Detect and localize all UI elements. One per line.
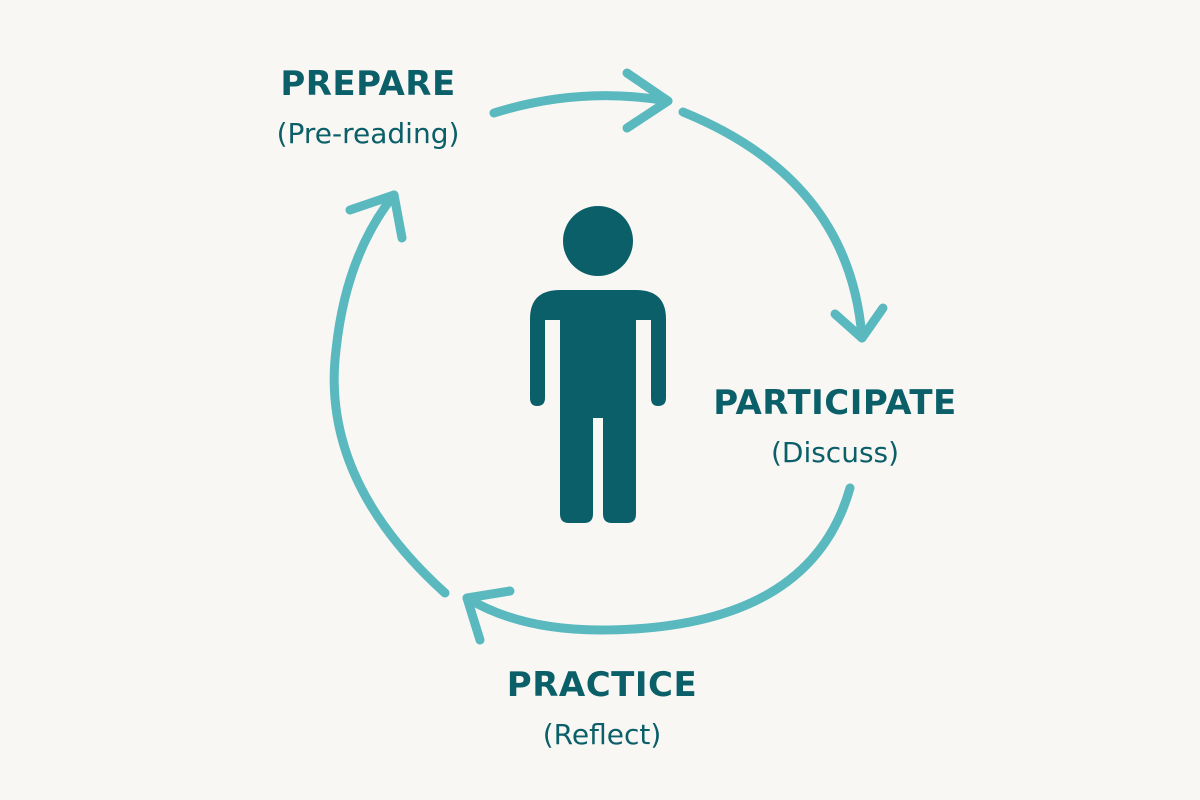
- arrow-participate-right: [678, 107, 867, 343]
- stage-prepare-subtitle: (Pre-reading): [276, 117, 460, 150]
- person-icon: [530, 206, 666, 523]
- arrow-head-right-icon: [830, 303, 888, 343]
- arrow-head-top-icon: [622, 68, 673, 133]
- arrow-participate-to-practice: [462, 483, 855, 635]
- stage-participate: PARTICIPATE (Discuss): [680, 383, 990, 471]
- stage-practice-title: PRACTICE: [506, 665, 698, 705]
- arrow-prepare-to-participate: [489, 91, 673, 118]
- stage-practice-subtitle: (Reflect): [542, 718, 662, 751]
- arrow-practice-to-prepare: [329, 190, 450, 598]
- stage-practice: PRACTICE (Reflect): [462, 665, 742, 753]
- arrow-head-bottom-icon: [462, 586, 515, 645]
- arrow-head-left-icon: [345, 190, 407, 243]
- stage-participate-subtitle: (Discuss): [770, 436, 900, 469]
- stage-prepare-title: PREPARE: [280, 64, 456, 104]
- stage-prepare: PREPARE (Pre-reading): [238, 64, 498, 152]
- stage-participate-title: PARTICIPATE: [713, 383, 957, 423]
